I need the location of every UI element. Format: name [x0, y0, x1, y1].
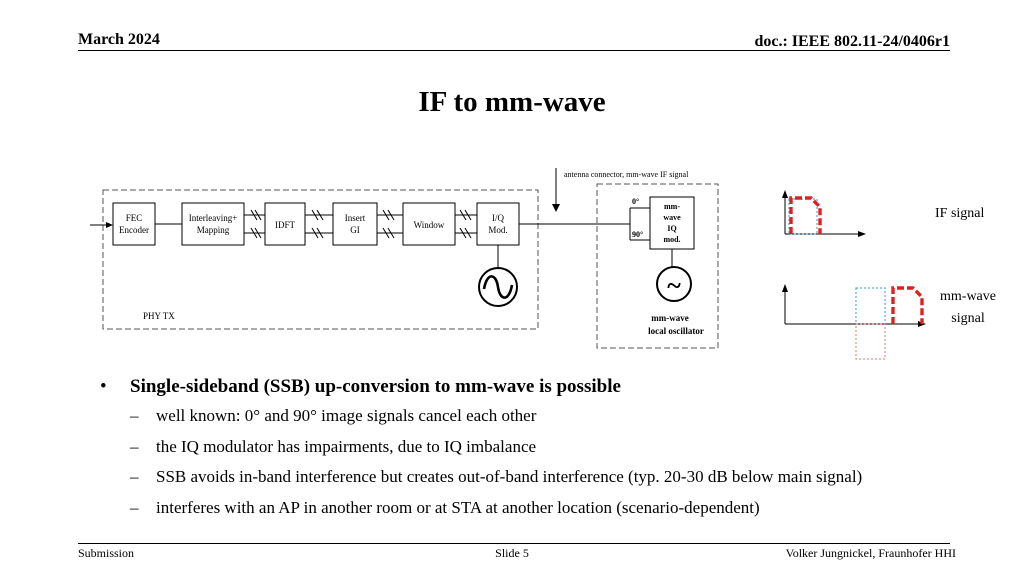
phy-tx-label: PHY TX — [143, 311, 175, 321]
lo-label-line1: mm-wave — [651, 313, 689, 323]
parallel-link-3 — [377, 209, 403, 239]
parallel-link-1 — [244, 209, 265, 239]
svg-text:Interleaving+: Interleaving+ — [189, 213, 238, 223]
svg-text:FEC: FEC — [126, 213, 143, 223]
svg-text:Mod.: Mod. — [488, 225, 507, 235]
mmwave-signal-label-line1: mm-wave — [940, 289, 996, 304]
svg-text:GI: GI — [350, 225, 360, 235]
footer-author: Volker Jungnickel, Fraunhofer HHI — [785, 546, 956, 560]
if-signal-label: IF signal — [935, 206, 985, 221]
if-spectrum-plot — [782, 190, 866, 237]
svg-text:Insert: Insert — [345, 213, 366, 223]
antenna-connector-label: antenna connector, mm-wave IF signal — [564, 170, 689, 179]
sub-bullet-text: interferes with an AP in another room or… — [156, 497, 760, 517]
bullet-main: • Single-sideband (SSB) up-conversion to… — [100, 373, 980, 401]
phase-0-label: 0° — [632, 197, 639, 206]
svg-text:IQ: IQ — [667, 224, 676, 233]
svg-text:Encoder: Encoder — [119, 225, 149, 235]
sub-bullet-text: the IQ modulator has impairments, due to… — [156, 436, 537, 456]
dash-icon: – — [130, 406, 139, 425]
footer-slide-number: Slide 5 — [495, 546, 529, 560]
block-diagram: FEC Encoder Interleaving+ Mapping IDFT I… — [90, 168, 996, 360]
phy-tx-container — [102, 189, 539, 330]
block-window: Window — [402, 202, 456, 246]
dash-icon: – — [130, 497, 139, 517]
mmwave-signal-label-line2: signal — [951, 311, 985, 326]
svg-text:~: ~ — [667, 271, 681, 300]
svg-text:Mapping: Mapping — [197, 225, 230, 235]
lo-label-line2: local oscillator — [648, 326, 704, 336]
bullet-list: • Single-sideband (SSB) up-conversion to… — [100, 373, 980, 523]
svg-text:mm-: mm- — [664, 202, 680, 211]
phase-90-label: 90° — [632, 230, 643, 239]
block-insert-gi: Insert GI — [332, 202, 378, 246]
antenna-connector-arrowhead — [552, 204, 560, 212]
block-interleaving-mapping: Interleaving+ Mapping — [181, 202, 245, 246]
sub-bullet: – well known: 0° and 90° image signals c… — [100, 401, 980, 432]
svg-text:I/Q: I/Q — [492, 213, 504, 223]
block-fec-encoder: FEC Encoder — [112, 202, 156, 246]
dash-icon: – — [130, 467, 139, 486]
bullet-main-text: Single-sideband (SSB) up-conversion to m… — [130, 376, 621, 397]
if-oscillator-icon — [478, 267, 518, 307]
footer-divider — [78, 543, 950, 544]
header-divider — [78, 50, 950, 51]
mmwave-spectrum-plot — [782, 284, 926, 360]
mmwave-container — [596, 183, 719, 349]
svg-text:wave: wave — [663, 213, 681, 222]
header-date: March 2024 — [78, 31, 160, 48]
header-doc-id: doc.: IEEE 802.11-24/0406r1 — [754, 33, 950, 50]
sub-bullet: – the IQ modulator has impairments, due … — [100, 432, 980, 463]
dash-icon: – — [130, 436, 139, 456]
footer-submission: Submission — [78, 546, 135, 560]
sub-bullet-text: SSB avoids in-band interference but crea… — [156, 467, 863, 486]
svg-text:mod.: mod. — [663, 235, 680, 244]
mmwave-oscillator-icon: ~ — [656, 266, 692, 302]
slide-title: IF to mm-wave — [418, 86, 606, 118]
parallel-link-2 — [305, 209, 333, 239]
sub-bullet: – SSB avoids in-band interference but cr… — [100, 462, 980, 493]
svg-text:Window: Window — [414, 220, 445, 230]
svg-text:IDFT: IDFT — [275, 220, 296, 230]
block-iq-mod: I/Q Mod. — [476, 202, 520, 246]
sub-bullet: – interferes with an AP in another room … — [100, 493, 980, 524]
bullet-dot-icon: • — [100, 376, 107, 397]
block-idft: IDFT — [264, 202, 306, 246]
parallel-link-4 — [455, 209, 477, 239]
sub-bullet-text: well known: 0° and 90° image signals can… — [156, 406, 537, 425]
block-mmwave-iq-mod: mm- wave IQ mod. — [649, 196, 695, 250]
input-arrowhead — [106, 222, 113, 228]
